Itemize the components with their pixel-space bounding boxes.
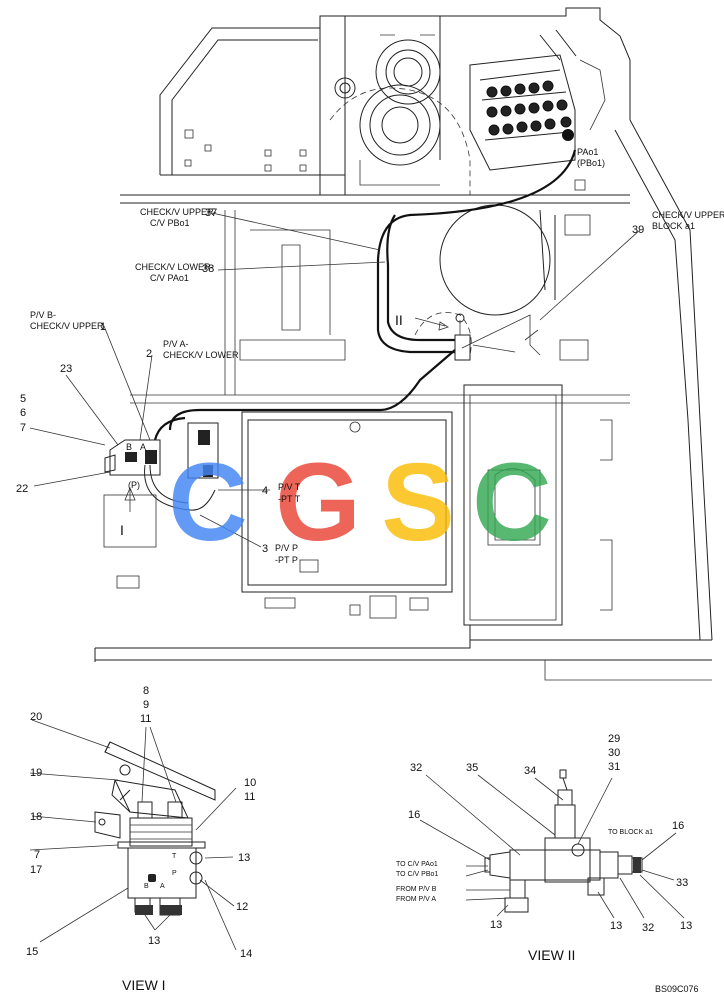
watermark-letter-3: S	[381, 441, 454, 564]
v2-from-pv-a: FROM P/V A	[396, 896, 436, 903]
label-num-23: 23	[60, 363, 72, 375]
leader-lines-top	[29, 135, 641, 548]
label-pv-a-line2: CHECK/V LOWER	[163, 350, 239, 360]
v2-to-cv-pb: TO C/V PBo1	[396, 871, 438, 878]
view-1-drawing	[94, 741, 216, 916]
label-num-1: 1	[100, 321, 106, 333]
v1-num-11a: 11	[140, 713, 151, 725]
v2-num-13c: 13	[680, 920, 692, 932]
label-port-b: B	[126, 442, 132, 452]
labels-view-2: 29 30 31 32 35 34 16 16 TO BLOCK a1 TO C…	[396, 733, 692, 963]
v2-num-33: 33	[676, 877, 688, 889]
v1-num-15: 15	[26, 946, 38, 958]
watermark: C G S C	[168, 441, 551, 564]
label-num-38: 38	[202, 263, 214, 275]
v1-num-13b: 13	[148, 935, 160, 947]
v1-port-a: A	[160, 883, 165, 890]
label-num-7: 7	[20, 422, 26, 434]
v2-num-35: 35	[466, 762, 478, 774]
label-num-3: 3	[262, 543, 268, 555]
label-check-block-line1: CHECK/V UPPER-	[652, 210, 724, 220]
label-num-22: 22	[16, 483, 28, 495]
v1-num-10: 10	[244, 777, 256, 789]
label-port-a: A	[140, 442, 146, 452]
v1-num-14: 14	[240, 948, 252, 960]
hose-routing	[153, 149, 577, 441]
v1-num-9: 9	[143, 699, 149, 711]
v2-num-16a: 16	[408, 809, 420, 821]
label-pao1: PAo1	[577, 147, 598, 157]
label-check-upper-line1: CHECK/V UPPER-	[140, 207, 217, 217]
v1-num-11b: 11	[244, 791, 255, 803]
v1-port-b: B	[144, 883, 149, 890]
v2-num-16b: 16	[672, 820, 684, 832]
leader-lines-view-1	[29, 719, 237, 951]
v2-to-cv-pa: TO C/V PAo1	[396, 861, 438, 868]
label-num-37: 37	[205, 207, 217, 219]
v2-num-13a: 13	[490, 919, 502, 931]
label-num-6: 6	[20, 407, 26, 419]
view-2-drawing	[484, 769, 643, 913]
v1-num-13a: 13	[238, 852, 250, 864]
upper-frame-outline	[94, 7, 713, 681]
label-pv-t-line2: -PT T	[278, 494, 301, 504]
label-num-39: 39	[632, 224, 644, 236]
label-pv-p-line2: -PT P	[275, 555, 298, 565]
v1-port-p: P	[172, 870, 177, 877]
label-port-p: (P)	[128, 480, 140, 490]
v2-num-13b: 13	[610, 920, 622, 932]
label-num-5: 5	[20, 393, 26, 405]
leader-lines-view-2	[419, 774, 685, 919]
v2-num-29: 29	[608, 733, 620, 745]
v2-num-34: 34	[524, 765, 536, 777]
control-valve-bank	[469, 29, 606, 171]
label-check-lower-line2: C/V PAo1	[150, 273, 189, 283]
pump-assembly	[319, 16, 471, 196]
v2-to-block: TO BLOCK a1	[608, 829, 653, 836]
labels-view-1: 8 9 11 20 19 18 10 11 7 17 13 12 15 14 1…	[26, 685, 256, 993]
v2-num-31: 31	[608, 761, 620, 773]
labels-top: CHECK/V UPPER- 37 C/V PBo1 CHECK/V LOWER…	[16, 147, 724, 565]
v1-num-18: 18	[30, 811, 42, 823]
label-num-4: 4	[262, 485, 268, 497]
watermark-letter-2: G	[275, 441, 361, 564]
v2-title: VIEW II	[528, 947, 575, 963]
watermark-letter-1: C	[168, 441, 247, 564]
label-check-lower-line1: CHECK/V LOWER-	[135, 262, 214, 272]
v1-num-7: 7	[34, 849, 40, 861]
v2-num-32a: 32	[410, 762, 422, 774]
label-pbo1: (PBo1)	[577, 158, 605, 168]
pedal-valve-top	[103, 422, 219, 548]
hydraulic-tank	[414, 204, 556, 356]
v2-num-30: 30	[608, 747, 620, 759]
v1-title: VIEW I	[122, 977, 166, 993]
v1-num-19: 19	[30, 767, 42, 779]
v2-from-pv-b: FROM P/V B	[396, 886, 437, 893]
label-pv-t-line1: P/V T	[278, 482, 301, 492]
label-pv-a-line1: P/V A-	[163, 339, 189, 349]
label-pv-p-line1: P/V P	[275, 543, 298, 553]
label-num-2: 2	[146, 348, 152, 360]
v1-port-t: T	[172, 853, 177, 860]
label-view-marker-1: I	[120, 522, 124, 538]
v2-num-32b: 32	[642, 922, 654, 934]
drawing-code: BS09C076	[655, 984, 699, 994]
label-pv-b-line1: P/V B-	[30, 310, 56, 320]
v1-num-8: 8	[143, 685, 149, 697]
label-view-marker-2: II	[395, 312, 403, 328]
v1-num-12: 12	[236, 901, 248, 913]
lower-frame	[241, 384, 563, 640]
label-check-block-line2: BLOCK a1	[652, 221, 695, 231]
label-pv-b-line2: CHECK/V UPPER	[30, 321, 104, 331]
v1-num-17: 17	[30, 864, 42, 876]
label-check-upper-line2: C/V PBo1	[150, 218, 190, 228]
watermark-letter-4: C	[472, 441, 551, 564]
v1-num-20: 20	[30, 711, 42, 723]
